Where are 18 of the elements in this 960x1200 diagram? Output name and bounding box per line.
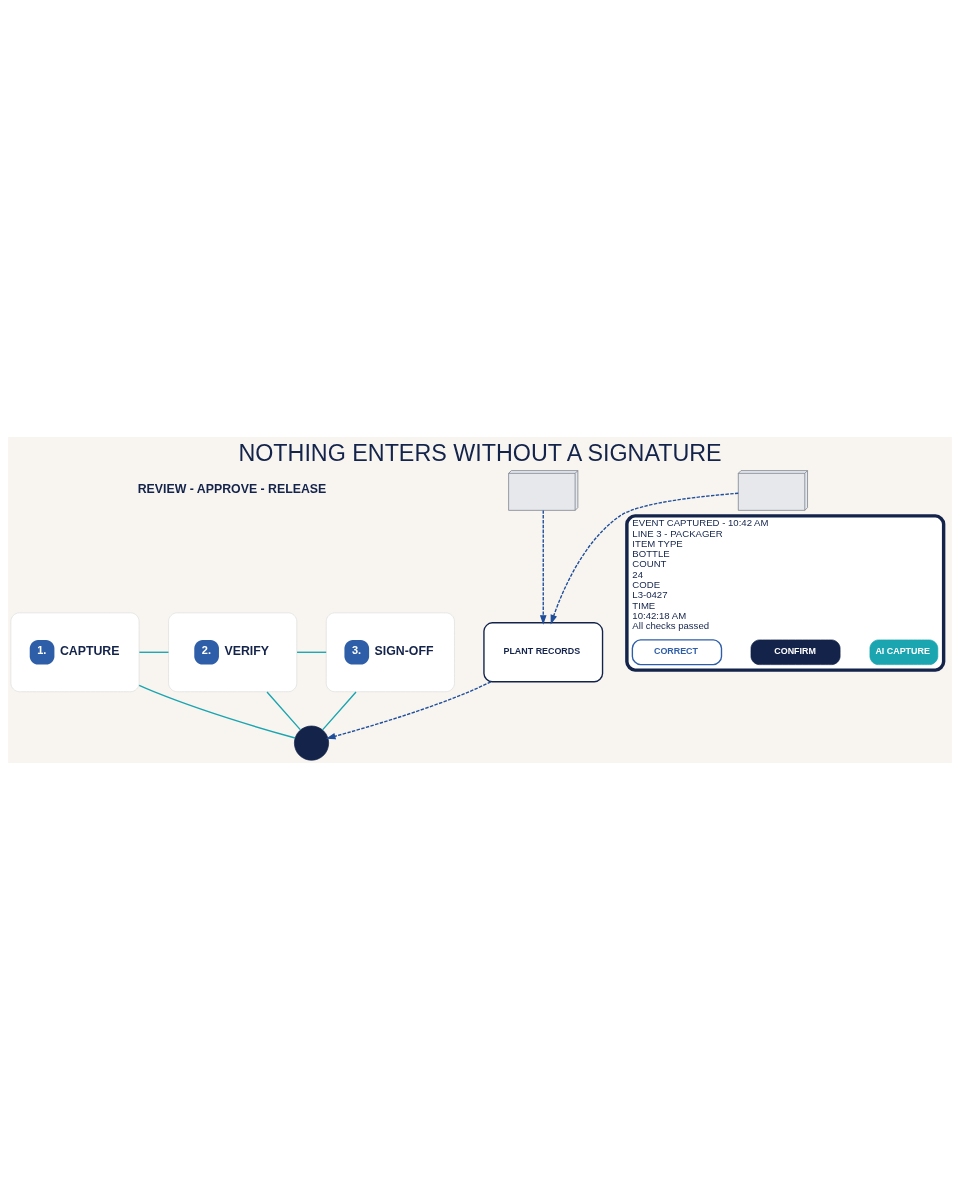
arrow xyxy=(539,509,547,625)
connector xyxy=(266,691,302,731)
label: REVIEW - APPROVE - RELEASE xyxy=(137,481,327,496)
arrow xyxy=(550,492,739,625)
node-box: 2. VERIFY xyxy=(168,612,298,693)
node-box: CONFIRM xyxy=(750,639,841,665)
connector xyxy=(138,684,296,739)
node-box: CORRECT xyxy=(631,639,723,666)
node-box: PLANT RECORDS xyxy=(483,622,604,683)
node-box: 1. CAPTURE xyxy=(10,612,140,693)
connector xyxy=(321,691,357,731)
node-box: AI CAPTURE xyxy=(869,639,939,665)
node-box: 3. SIGN-OFF xyxy=(325,612,455,693)
diagram-title: NOTHING ENTERS WITHOUT A SIGNATURE xyxy=(238,440,722,467)
arrow xyxy=(325,681,492,740)
connector xyxy=(296,651,327,653)
connector xyxy=(138,651,170,653)
node-circle xyxy=(294,725,329,761)
